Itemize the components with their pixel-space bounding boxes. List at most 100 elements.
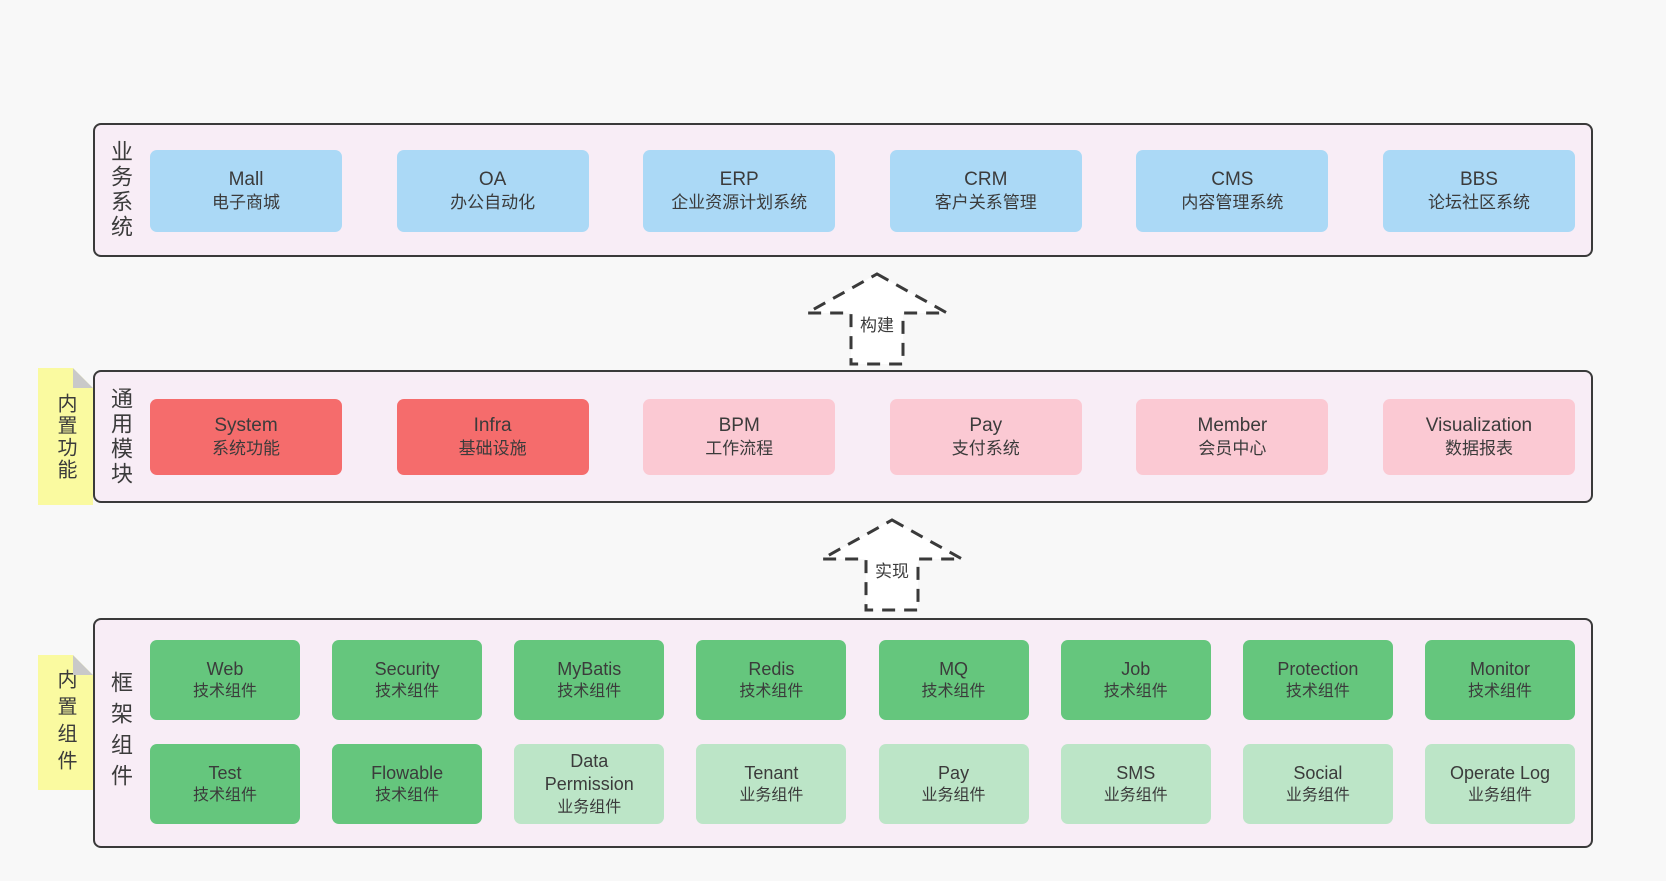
box-subtitle: 客户关系管理: [934, 193, 1037, 213]
box-title: Job: [1121, 658, 1151, 679]
box-title: Tenant: [744, 762, 799, 783]
box-tenant: Tenant 业务组件: [696, 744, 847, 824]
box-subtitle: 技术组件: [192, 683, 257, 701]
box-title: BPM: [718, 415, 760, 437]
box-subtitle: 基础设施: [458, 439, 527, 459]
box-subtitle: 支付系统: [951, 439, 1020, 459]
box-subtitle: 论坛社区系统: [1427, 193, 1530, 213]
box-title: ERP: [719, 169, 759, 191]
box-subtitle: 技术组件: [739, 683, 804, 701]
layer-label-modules: 通用模块: [108, 386, 133, 487]
box-subtitle: 技术组件: [375, 683, 440, 701]
box-sms: SMS 业务组件: [1060, 744, 1211, 824]
box-subtitle: 技术组件: [921, 683, 986, 701]
box-title: Redis: [748, 658, 795, 679]
box-title: MyBatis: [557, 658, 622, 679]
box-subtitle: 电子商城: [212, 193, 280, 213]
box-subtitle: 技术组件: [192, 787, 257, 805]
box-title: Infra: [473, 415, 512, 437]
arrow-build: 构建: [802, 269, 952, 369]
box-test: Test 技术组件: [150, 744, 300, 824]
box-subtitle: 内容管理系统: [1181, 193, 1284, 213]
box-title: SMS: [1116, 762, 1156, 783]
box-mq: MQ 技术组件: [878, 640, 1029, 720]
layer-label-components: 框架组件: [108, 671, 133, 795]
box-subtitle: 数据报表: [1444, 439, 1513, 459]
box-title: Data Permission: [544, 750, 634, 795]
note-text: 内置组件: [54, 668, 76, 777]
note-text: 内置功能: [54, 392, 76, 481]
box-security: Security 技术组件: [332, 640, 483, 720]
box-social: Social 业务组件: [1242, 744, 1393, 824]
box-web: Web 技术组件: [150, 640, 300, 720]
box-title: Member: [1197, 415, 1268, 437]
note-fold-corner-icon: [73, 655, 93, 675]
box-pay: Pay 业务组件: [878, 744, 1029, 824]
box-title: Web: [206, 658, 244, 679]
box-title: CRM: [964, 169, 1008, 191]
box-subtitle: 技术组件: [1103, 683, 1168, 701]
box-subtitle: 业务组件: [1103, 787, 1168, 805]
box-title: Protection: [1277, 658, 1359, 679]
box-subtitle: 业务组件: [1285, 787, 1350, 805]
box-title: System: [214, 415, 278, 437]
box-job: Job 技术组件: [1060, 640, 1211, 720]
note-fold-corner-icon: [73, 368, 93, 388]
box-title: BBS: [1459, 169, 1498, 191]
box-subtitle: 会员中心: [1198, 439, 1267, 459]
box-subtitle: 技术组件: [375, 787, 440, 805]
box-title: Test: [208, 762, 242, 783]
box-subtitle: 办公自动化: [450, 193, 536, 213]
box-title: Visualization: [1425, 415, 1533, 437]
box-subtitle: 业务组件: [557, 799, 622, 817]
arrow-implement: 实现: [817, 515, 967, 615]
box-title: Security: [374, 658, 440, 679]
box-title: Monitor: [1469, 658, 1530, 679]
box-subtitle: 技术组件: [557, 683, 622, 701]
arrow-build-label: 构建: [857, 311, 897, 336]
arrow-implement-label: 实现: [872, 557, 912, 582]
box-subtitle: 业务组件: [921, 787, 986, 805]
box-monitor: Monitor 技术组件: [1424, 640, 1575, 720]
box-redis: Redis 技术组件: [696, 640, 847, 720]
box-title: Pay: [938, 762, 970, 783]
box-title: Mall: [228, 169, 264, 191]
box-subtitle: 业务组件: [739, 787, 804, 805]
box-title: Operate Log: [1449, 762, 1551, 783]
box-subtitle: 业务组件: [1467, 787, 1532, 805]
box-flowable: Flowable 技术组件: [332, 744, 483, 824]
box-title: Flowable: [371, 762, 444, 783]
box-title: Pay: [969, 415, 1003, 437]
box-subtitle: 系统功能: [212, 439, 280, 459]
box-operate-log: Operate Log 业务组件: [1424, 744, 1575, 824]
box-title: OA: [478, 169, 507, 191]
layer-label-business: 业务系统: [108, 140, 133, 240]
box-mybatis: MyBatis 技术组件: [514, 640, 665, 720]
box-subtitle: 技术组件: [1467, 683, 1532, 701]
box-title: MQ: [939, 658, 969, 679]
sticky-note-built-in-components: 内置组件: [38, 655, 93, 790]
box-data-permission: Data Permission 业务组件: [514, 744, 665, 824]
box-title: Social: [1293, 762, 1343, 783]
box-title: CMS: [1211, 169, 1254, 191]
box-subtitle: 工作流程: [705, 439, 774, 459]
